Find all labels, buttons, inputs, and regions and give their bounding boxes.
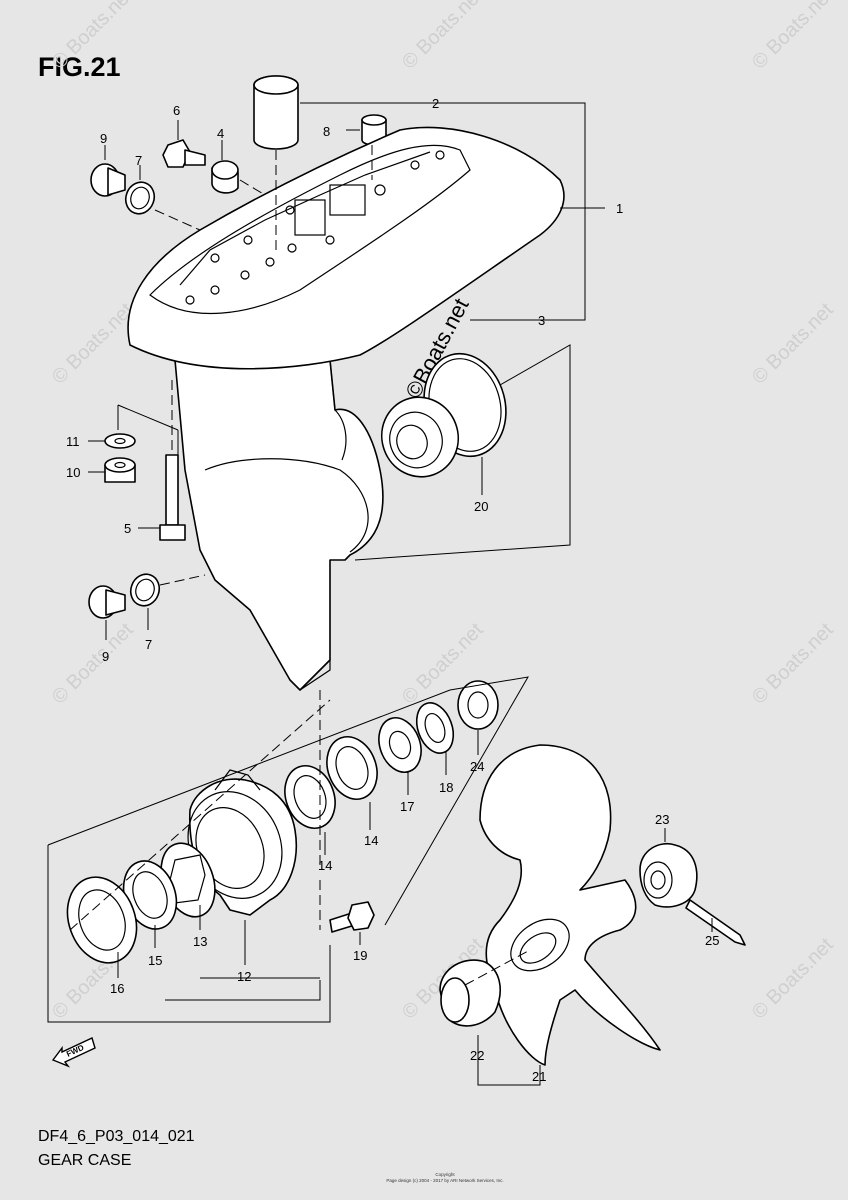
- part-19-bolt: [329, 901, 375, 933]
- callout-19: 19: [353, 948, 367, 963]
- callout-5: 5: [124, 521, 131, 536]
- part-14-seal-b: [326, 736, 378, 800]
- copyright-line-2: Page design (c) 2004 - 2017 by ARI Netwo…: [386, 1178, 504, 1183]
- watermark: © Boats.net: [748, 299, 838, 389]
- callout-11: 11: [66, 434, 80, 449]
- watermark: © Boats.net: [48, 299, 138, 389]
- callout-21: 21: [532, 1069, 546, 1084]
- callout-15: 15: [148, 953, 162, 968]
- callout-4: 4: [217, 126, 224, 141]
- watermark: © Boats.net: [748, 934, 838, 1024]
- callout-17: 17: [400, 799, 414, 814]
- callout-7: 7: [135, 153, 142, 168]
- part-22-thrust-hub: [439, 959, 501, 1027]
- part-7-gasket-lower: [129, 573, 161, 607]
- callout-10: 10: [66, 465, 80, 480]
- callout-8: 8: [323, 124, 330, 139]
- figure-title: FIG.21: [38, 52, 121, 82]
- part-9-plug-upper: [90, 163, 126, 197]
- diagram-code: DF4_6_P03_014_021: [38, 1128, 195, 1145]
- part-24-stopper: [457, 680, 499, 730]
- diagram-name: GEAR CASE: [38, 1152, 132, 1169]
- callout-6: 6: [173, 103, 180, 118]
- part-17-bushing: [378, 717, 422, 773]
- part-1-gear-case: [127, 126, 565, 691]
- watermark: © Boats.net: [398, 0, 488, 74]
- arrow-fwd-icon: [51, 1037, 96, 1068]
- watermark: © Boats.net: [748, 619, 838, 709]
- callout-20: 20: [474, 499, 488, 514]
- part-4-collar: [211, 160, 239, 194]
- callout-25: 25: [705, 933, 719, 948]
- part-25-cotter-pin: [685, 899, 746, 946]
- part-21-propeller: [479, 744, 661, 1066]
- callout-12: 12: [237, 969, 251, 984]
- part-5-stud-bolt: [159, 454, 186, 541]
- part-18-washer: [415, 702, 455, 754]
- callout-23: 23: [655, 812, 669, 827]
- callout-numbers: 1 2 3 4 5 6 7 7 8 9 9 10 11 12 13 14 14 …: [66, 96, 719, 1084]
- part-23-nut: [639, 843, 698, 908]
- callout-16: 16: [110, 981, 124, 996]
- watermark: © Boats.net: [48, 0, 138, 74]
- part-10-nut: [104, 457, 136, 483]
- leader-lines: [47, 102, 713, 1086]
- watermark: © Boats.net: [48, 619, 138, 709]
- callout-7: 7: [145, 637, 152, 652]
- callout-9: 9: [100, 131, 107, 146]
- callout-18: 18: [439, 780, 453, 795]
- callout-13: 13: [193, 934, 207, 949]
- callout-14: 14: [318, 858, 332, 873]
- part-6-bolt: [162, 139, 206, 168]
- callout-1: 1: [616, 201, 623, 216]
- assembly-lines: [69, 145, 531, 986]
- part-2-bushing: [253, 75, 299, 150]
- copyright-notice: Copyright Page design (c) 2004 - 2017 by…: [360, 1172, 530, 1184]
- callout-9: 9: [102, 649, 109, 664]
- copyright-line-1: Copyright: [435, 1172, 455, 1177]
- part-3-bearing: [380, 396, 460, 478]
- fwd-badge: FWD: [51, 1037, 96, 1068]
- part-9-plug-lower: [88, 585, 126, 619]
- part-16-bearing: [66, 876, 138, 964]
- callout-3: 3: [538, 313, 545, 328]
- part-7-gasket-upper: [124, 181, 156, 215]
- part-11-washer: [104, 433, 136, 449]
- callout-24: 24: [470, 759, 484, 774]
- callout-2: 2: [432, 96, 439, 111]
- watermark: © Boats.net: [748, 0, 838, 74]
- part-14-seal-a: [284, 765, 336, 829]
- callout-22: 22: [470, 1048, 484, 1063]
- callout-14: 14: [364, 833, 378, 848]
